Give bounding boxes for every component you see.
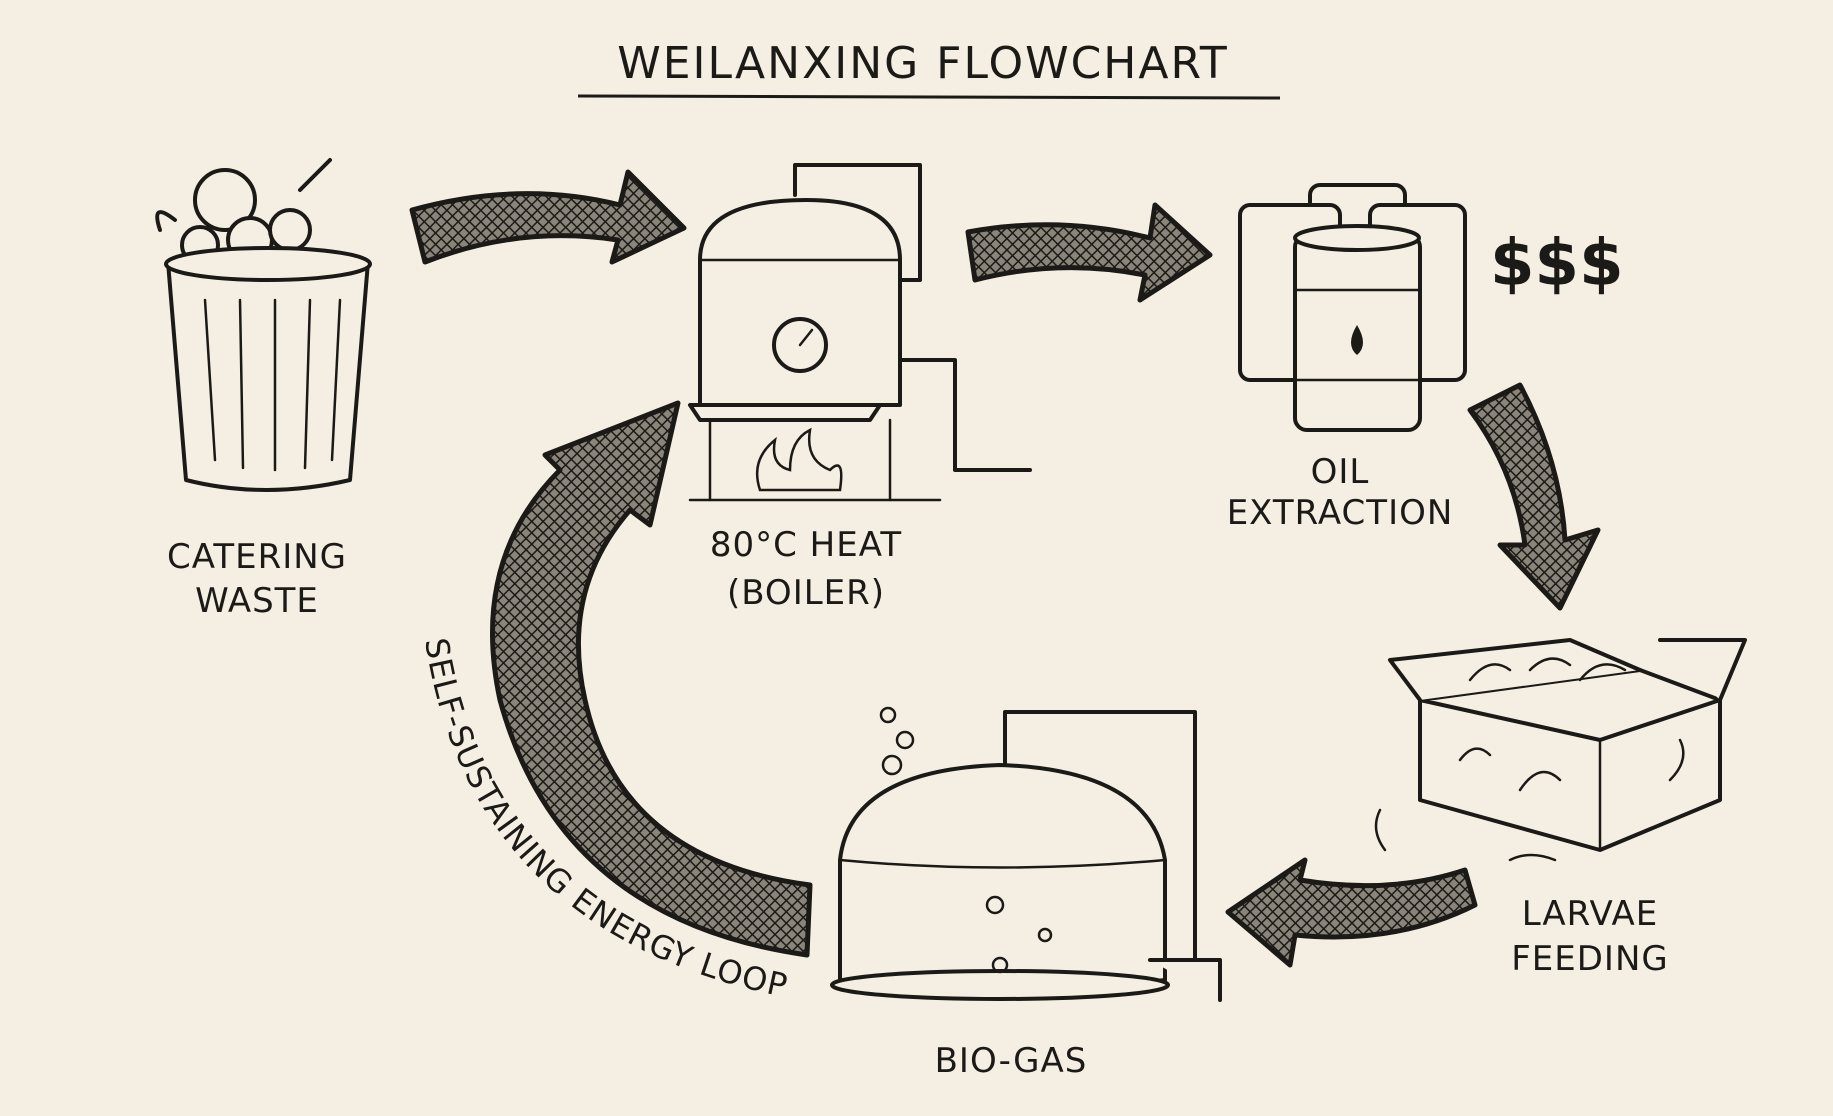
arrow-boiler-to-oil <box>965 202 1213 303</box>
arrow-oil-to-larvae <box>1467 382 1601 611</box>
arrow-waste-to-boiler <box>409 169 687 265</box>
money-label: $$$ <box>1490 227 1624 301</box>
larvae-label-1: LARVAE <box>1522 894 1659 934</box>
larvae-box-icon <box>1374 638 1747 862</box>
oil-label-2: EXTRACTION <box>1227 493 1454 533</box>
catering-waste-label-1: CATERING <box>167 537 347 577</box>
boiler-label-1: 80°C HEAT <box>710 525 902 565</box>
boiler-icon <box>688 163 1032 502</box>
arrow-biogas-to-boiler <box>490 400 813 958</box>
biogas-label: BIO-GAS <box>935 1041 1088 1081</box>
trash-can-icon <box>155 158 372 492</box>
larvae-label-2: FEEDING <box>1511 939 1669 979</box>
boiler-label-2: (BOILER) <box>727 573 885 613</box>
oil-label-1: OIL <box>1311 452 1370 492</box>
biogas-tank-icon <box>830 706 1222 1002</box>
arrow-larvae-to-biogas <box>1225 857 1478 968</box>
oil-barrels-icon <box>1238 183 1467 432</box>
title-underline <box>577 94 1281 100</box>
diagram-title: WEILANXING FLOWCHART <box>617 38 1228 89</box>
catering-waste-label-2: WASTE <box>195 581 319 621</box>
